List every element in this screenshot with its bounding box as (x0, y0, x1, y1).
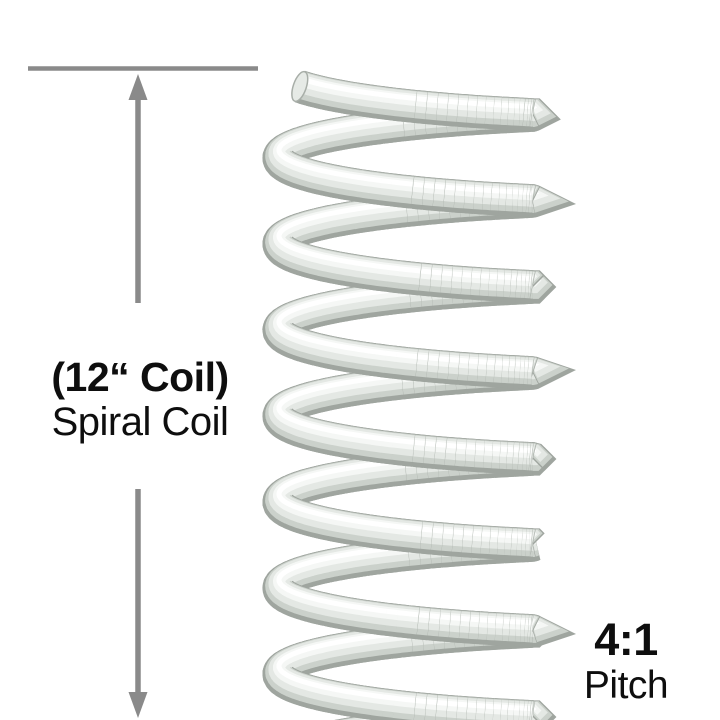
pitch-ratio-label: 4:1 Pitch (546, 616, 706, 708)
coil-length-caption: Spiral Coil (51, 400, 229, 444)
measurement-arrows (28, 66, 258, 718)
pitch-ratio-caption: Pitch (583, 664, 669, 707)
coil-length-value: (12“ Coil) (51, 354, 229, 400)
pitch-ratio-value: 4:1 (594, 614, 658, 665)
spiral-coil-illustration (262, 70, 577, 720)
coil-length-label: (12“ Coil) Spiral Coil (15, 354, 265, 445)
